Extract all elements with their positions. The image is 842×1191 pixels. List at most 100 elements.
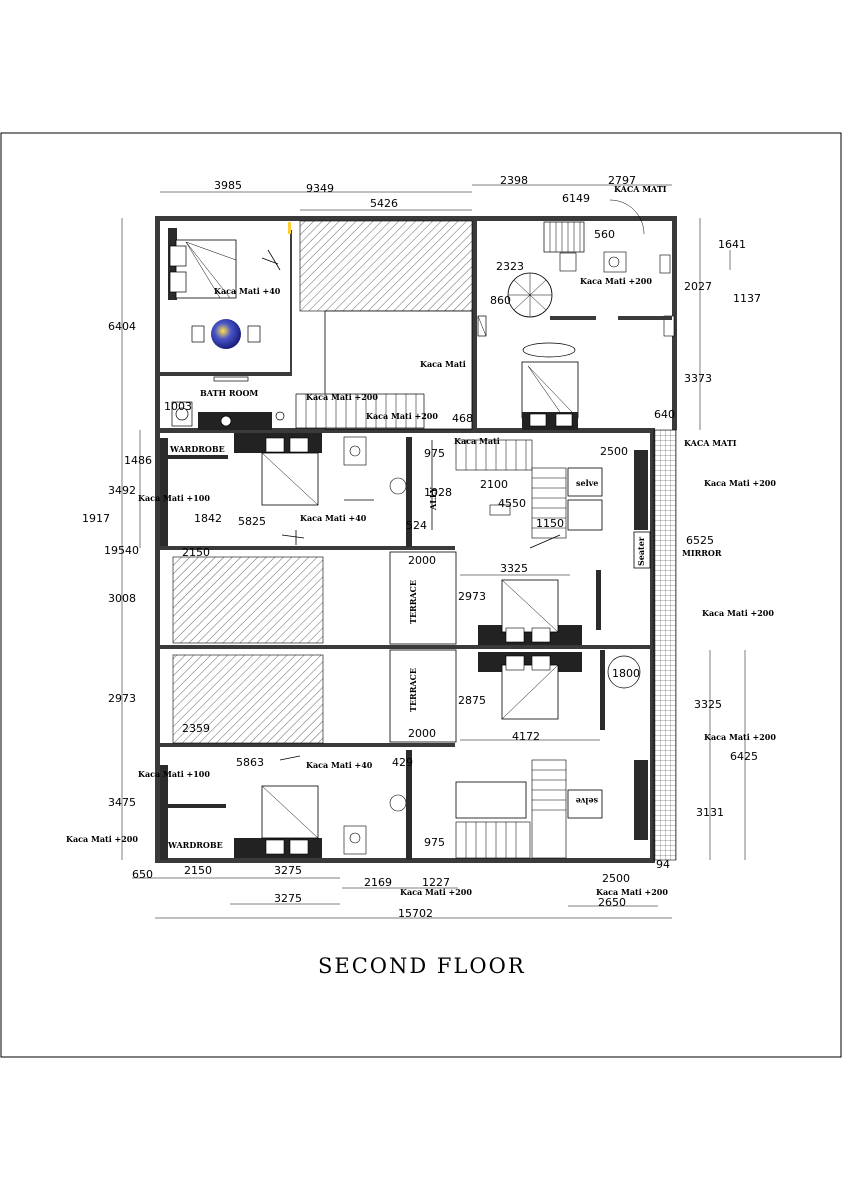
dim-label: 2650 [598,896,626,909]
note-label: Kaca Mati +200 [306,392,378,402]
dim-label: 3275 [274,864,302,877]
note-label: Kaca Mati +100 [138,493,210,503]
dim-label: 2973 [108,692,136,705]
dim-label: 640 [654,408,675,421]
dim-label: 2500 [602,872,630,885]
bath-room-top [171,376,285,430]
void-upper [172,556,324,644]
dim-label: 3275 [274,892,302,905]
dim-label: 1137 [733,292,761,305]
dim-label: 6525 [686,534,714,547]
outer-walls [155,216,677,863]
wardrobe-label: WARDROBE [169,444,225,454]
dim-label: 6425 [730,750,758,763]
dim-label: 1028 [424,486,452,499]
note-label: Kaca Mati +200 [580,276,652,286]
note-label: Kaca Mati +200 [596,887,668,897]
note-label: Kaca Mati +200 [366,411,438,421]
wardrobe-label: WARDROBE [167,840,223,850]
dim-label: 860 [490,294,511,307]
dim-label: 1917 [82,512,110,525]
dim-label: 524 [406,519,427,532]
selve-label: selve [576,478,598,488]
dim-label: 2027 [684,280,712,293]
dim-label: 2100 [480,478,508,491]
dim-label: 4172 [512,730,540,743]
terrace-label: TERRACE [408,668,418,712]
central-bedrooms [478,570,641,730]
middle-upper-room [160,433,433,547]
kaca-mati-label: KACA MATI [614,184,667,194]
dim-label: 3131 [696,806,724,819]
terrace-label: TERRACE [408,580,418,624]
dim-label: 1003 [164,400,192,413]
seater-label: Seater [636,536,646,566]
bath-room-label: BATH ROOM [200,388,258,398]
lamp-icon [211,319,241,349]
dim-label: 2150 [184,864,212,877]
void-top [299,220,473,312]
dim-label: 3325 [694,698,722,711]
note-label: Kaca Mati +40 [300,513,367,523]
terrace-lower [389,649,457,743]
dimension-lines [121,184,746,919]
dim-label: 468 [452,412,473,425]
note-label: Kaca Mati +200 [704,478,776,488]
dim-label: 3492 [108,484,136,497]
bottom-room [160,750,648,860]
dim-label: 5426 [370,197,398,210]
sheet-border [0,132,842,1058]
dim-label: 2000 [408,727,436,740]
dim-label: 5825 [238,515,266,528]
dim-label: 2323 [496,260,524,273]
window-notes: Kaca Mati +40 Kaca Mati Kaca Mati +200 K… [66,276,776,897]
terrace-upper [389,551,457,645]
dim-label: 2000 [408,554,436,567]
note-label: Kaca Mati +100 [138,769,210,779]
dim-label: 650 [132,868,153,881]
dim-label: 5863 [236,756,264,769]
top-right-block [477,199,677,861]
dim-label: 429 [392,756,413,769]
dim-label: 3325 [500,562,528,575]
dim-label: 2169 [364,876,392,889]
dim-label: 3985 [214,179,242,192]
dim-label: 6404 [108,320,136,333]
note-label: Kaca Mati [454,436,500,446]
note-label: Kaca Mati +200 [400,887,472,897]
dim-label: 4550 [498,497,526,510]
stair-top [295,393,425,429]
dim-label: 1150 [536,517,564,530]
dim-label: 2150 [182,546,210,559]
dim-label: 2359 [182,722,210,735]
dim-label: 3008 [108,592,136,605]
ally-label: ALLY [428,487,438,511]
note-label: Kaca Mati [420,359,466,369]
dim-label: 9349 [306,182,334,195]
kaca-mati-label: KACA MATI [684,438,737,448]
note-label: Kaca Mati +40 [306,760,373,770]
dim-label: 975 [424,447,445,460]
mirror-label: MIRROR [682,548,722,558]
selve-label: selve [576,796,598,806]
dim-label: 975 [424,836,445,849]
dim-label: 6149 [562,192,590,205]
note-label: Kaca Mati +200 [704,732,776,742]
dim-label: 1641 [718,238,746,251]
dim-label: 2500 [600,445,628,458]
void-lower [172,654,324,744]
dim-label: 2875 [458,694,486,707]
dim-label: 3475 [108,796,136,809]
dim-label: 1486 [124,454,152,467]
stair-middle [455,439,651,569]
dim-label: 2398 [500,174,528,187]
dim-label: 1800 [612,667,640,680]
dim-label: 19540 [104,544,139,557]
note-label: Kaca Mati +40 [214,286,281,296]
dim-label: 3373 [684,372,712,385]
dim-label: 1227 [422,876,450,889]
bedroom-top-left [168,222,292,372]
dimension-labels: 3985 9349 5426 2398 2797 6149 560 1641 2… [82,174,761,920]
dim-label: 15702 [398,907,433,920]
